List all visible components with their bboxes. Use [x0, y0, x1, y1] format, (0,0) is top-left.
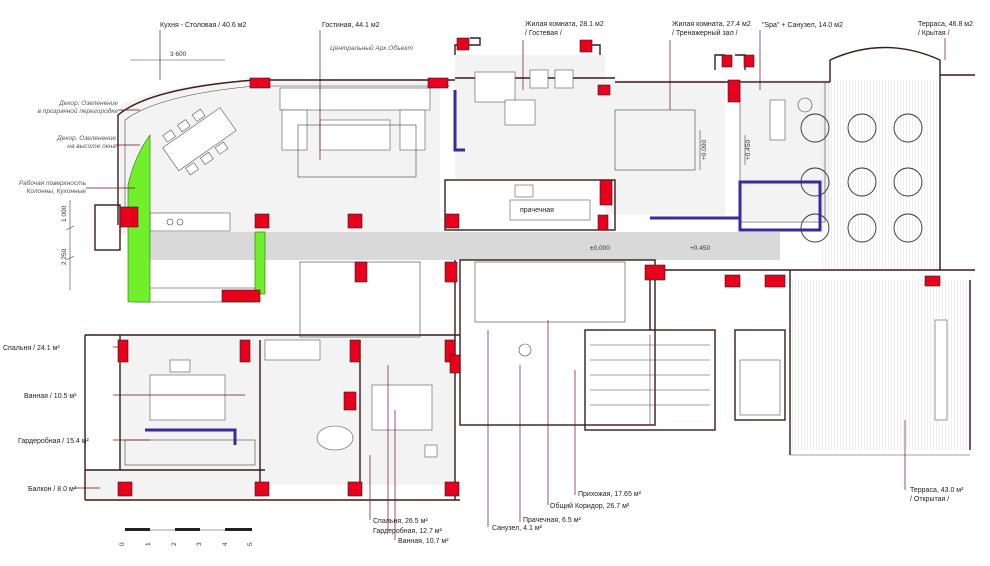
label-laundry: Прачечная, 6.5 м²	[523, 517, 582, 524]
label-guest-room: Жилая комната, 28.1 м2	[525, 21, 604, 28]
furniture	[124, 69, 948, 466]
glass-partitions	[145, 90, 822, 445]
dimension-lines	[65, 59, 746, 290]
dimension-labels: 3 600 1 000 2 250 ±0,000 +0.450 +0.000 +…	[61, 51, 752, 265]
dim-3600: 3 600	[170, 51, 187, 58]
note-decor-window-2: на высоте окна	[67, 143, 116, 150]
label-kitchen: Кухня - Столовая / 40.6 м2	[160, 22, 246, 29]
note-worktop-2: Колонны, Кухонные	[27, 188, 87, 195]
label-terrace-open: Терраса, 43.0 м²	[910, 487, 964, 494]
columns	[117, 37, 941, 497]
label-living: Гостиная, 44.1 м2	[322, 22, 380, 29]
green-partition-curved	[127, 134, 151, 303]
dim-2250: 2 250	[61, 248, 68, 265]
label-terrace-open-sub: / Открытая /	[910, 496, 949, 503]
label-guest-room-sub: / Гостевая /	[525, 30, 562, 37]
label-bath-2: Ванная, 10.7 м²	[398, 538, 449, 545]
label-balcony: Балкон / 8.0 м²	[28, 486, 77, 493]
scale-tick-4: 4	[222, 542, 229, 546]
label-corridor: Общий Коридор, 26.7 м²	[550, 502, 630, 510]
level-vertical-450: +0.450	[745, 140, 752, 160]
label-terrace-covered-sub: / Крытая /	[918, 30, 950, 37]
label-gym-room-sub: / Тренажерный зал /	[672, 29, 738, 37]
label-bedroom-2: Спальня, 26.5 м²	[373, 518, 428, 525]
level-450: +0.450	[690, 245, 710, 252]
label-bath-left: Ванная / 10.5 м²	[24, 393, 77, 400]
scale-tick-0: 0	[119, 542, 126, 546]
floor-areas	[85, 55, 970, 500]
label-hall: Прихожая, 17.65 м²	[578, 491, 642, 498]
level-vertical-0: +0.000	[701, 140, 708, 160]
note-worktop-1: Рабочая поверхность	[19, 179, 87, 187]
greenery	[127, 134, 266, 303]
label-bedroom-left: Спальня / 24.1 м²	[3, 345, 60, 352]
label-spa: "Spa" + Санузел, 14.0 м2	[762, 22, 843, 29]
label-wardrobe-2: Гардеробная, 12.7 м²	[373, 527, 443, 535]
scale-bar: 0 1 2 3 4 5	[119, 528, 254, 546]
label-wardrobe-left: Гардеробная / 15.4 м²	[18, 437, 90, 445]
label-terrace-covered: Терраса, 46.8 м2	[918, 21, 973, 28]
note-decor-partition-2: в прозрачной перегородке	[38, 107, 119, 115]
level-0: ±0,000	[590, 245, 610, 252]
scale-tick-2: 2	[171, 542, 178, 546]
scale-tick-5: 5	[247, 542, 254, 546]
note-decor-partition-1: Декор. Озеленение	[58, 100, 118, 107]
room-labels: Кухня - Столовая / 40.6 м2 Гостиная, 44.…	[3, 21, 973, 545]
note-central-object: Центральный Арх.Объект	[330, 44, 414, 52]
label-wc: Санузел, 4.1 м²	[492, 525, 543, 532]
leader-lines	[75, 30, 946, 540]
label-laundry-inline: прачечная	[520, 207, 554, 214]
design-notes: Центральный Арх.Объект Декор. Озеленение…	[19, 44, 414, 195]
main-corridor	[140, 232, 780, 260]
dim-1000: 1 000	[61, 205, 68, 222]
label-gym-room: Жилая комната, 27.4 м2	[672, 21, 751, 28]
note-decor-window-1: Декор. Озеленение	[56, 135, 116, 142]
walls	[84, 37, 975, 501]
green-partition-vertical	[254, 231, 266, 295]
scale-tick-1: 1	[145, 542, 152, 546]
scale-tick-3: 3	[196, 542, 203, 546]
